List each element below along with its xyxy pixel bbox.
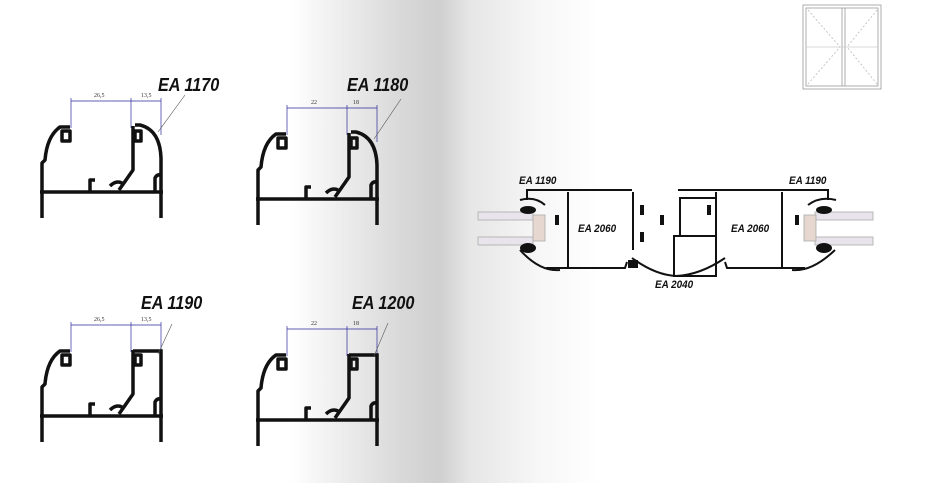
dim-label: 26,5 bbox=[94, 317, 105, 323]
dim-label: 26,5 bbox=[94, 93, 105, 99]
double-casement-window-icon bbox=[802, 4, 882, 90]
dim-label: 22 bbox=[311, 100, 317, 106]
assembly-label: EA 1190 bbox=[789, 175, 827, 187]
profile-ea-1170 bbox=[38, 94, 186, 220]
assembly-label: EA 2040 bbox=[655, 279, 694, 291]
assembly-section bbox=[477, 189, 874, 278]
dim-label: 22 bbox=[311, 321, 317, 327]
assembly-label: EA 1190 bbox=[519, 175, 557, 187]
dim-label: 18 bbox=[353, 321, 359, 327]
profile-code-label: EA 1170 bbox=[158, 75, 220, 95]
profile-code-label: EA 1190 bbox=[141, 293, 203, 313]
assembly-label: EA 2060 bbox=[578, 223, 617, 235]
dim-label: 13,5 bbox=[141, 317, 152, 323]
profile-code-label: EA 1200 bbox=[352, 293, 415, 313]
profile-ea-1190 bbox=[38, 320, 173, 444]
assembly-label: EA 2060 bbox=[731, 223, 770, 235]
profile-ea-1180 bbox=[254, 98, 402, 227]
profile-ea-1200 bbox=[254, 322, 389, 448]
dim-label: 13,5 bbox=[141, 93, 152, 99]
dim-label: 18 bbox=[353, 100, 359, 106]
profile-code-label: EA 1180 bbox=[347, 75, 409, 95]
